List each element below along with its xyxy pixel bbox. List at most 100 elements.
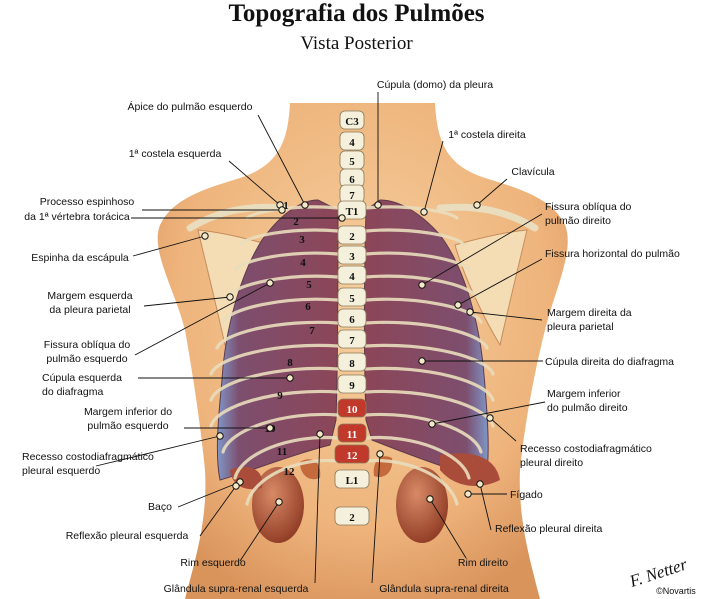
label-clavicula: Clavícula (511, 166, 554, 178)
right-rib (364, 366, 495, 402)
left-rib (221, 297, 340, 324)
vertebra-label: 6 (349, 314, 355, 326)
leader-dot (418, 357, 426, 365)
leader-dot (428, 420, 436, 428)
right-rib (364, 412, 483, 454)
left-rib (233, 435, 340, 480)
left-rib (221, 412, 340, 454)
left-adrenal (300, 459, 321, 480)
label-rim-esquerdo: Rim esquerdo (180, 557, 246, 569)
label-fissura-obliqua-esquerda-2: pulmão esquerdo (46, 353, 127, 365)
leader-dot (418, 281, 426, 289)
label-glandula-esquerda: Glândula supra-renal esquerda (164, 583, 309, 595)
right-kidney (396, 467, 448, 543)
leader-line (489, 417, 517, 442)
left-rib (209, 366, 340, 402)
left-rib (239, 228, 340, 246)
label-costela-esquerda: 1ª costela esquerda (129, 148, 222, 160)
rib-number: 6 (305, 301, 311, 313)
leader-dot (316, 430, 324, 438)
diagram-title: Topografia dos Pulmões (228, 0, 485, 27)
vertebra-label: 8 (349, 358, 355, 370)
label-margem-esquerda: Margem esquerda (47, 290, 132, 302)
leader-dot (201, 232, 209, 240)
vertebra-label: 5 (349, 293, 355, 305)
diagram-subtitle: Vista Posterior (300, 33, 413, 54)
leader-line (228, 160, 281, 206)
label-cupula-esquerda-2: do diafragma (42, 386, 103, 398)
right-rib (364, 228, 465, 246)
label-processo-espinhoso: Processo espinhoso (40, 196, 135, 208)
leader-line (177, 481, 241, 508)
leader-dot (374, 201, 382, 209)
label-margem-inferior-direito: Margem inferior (547, 388, 621, 400)
label-recesso-direito-2: pleural direito (520, 457, 583, 469)
rib-number: 3 (299, 234, 305, 246)
vertebra-label: L1 (346, 475, 359, 487)
vertebra-body (334, 469, 370, 489)
leader-line (314, 433, 321, 584)
label-margem-direita-2: pleura parietal (547, 321, 614, 333)
leader-dot (476, 480, 484, 488)
vertebra-label: 4 (349, 271, 355, 283)
label-baco: Baço (148, 501, 172, 513)
leader-dot (266, 279, 274, 287)
vertebra-body (334, 444, 370, 464)
right-rib (364, 274, 477, 298)
right-rib (364, 320, 489, 350)
label-fissura-obliqua-direita-2: pulmão direito (545, 215, 611, 227)
leader-dot (232, 482, 240, 490)
vertebra-body (339, 131, 365, 151)
vertebra-body (334, 506, 370, 526)
leader-line (479, 483, 492, 531)
label-margem-inferior-direito-2: do pulmão direito (547, 402, 628, 414)
rib-number: 4 (300, 257, 306, 269)
leader-dot (338, 214, 346, 222)
leader-line (199, 485, 237, 537)
left-rib (245, 458, 340, 506)
vertebra-label: 3 (349, 251, 355, 263)
label-recesso-esquerdo-2: pleural esquerdo (22, 465, 100, 477)
leader-lines (95, 92, 546, 584)
leader-line (469, 311, 543, 321)
left-lung (216, 199, 339, 481)
label-reflexao-esquerda: Reflexão pleural esquerda (66, 530, 189, 542)
right-rib (364, 251, 471, 272)
leader-line (431, 401, 546, 425)
label-fissura-horizontal: Fissura horizontal do pulmão (545, 248, 680, 260)
leader-dot (426, 495, 434, 503)
rib-number: 8 (287, 357, 293, 369)
rib-number: 12 (284, 466, 296, 478)
label-reflexao-direita: Reflexão pleural direita (495, 523, 603, 535)
leader-dot (226, 293, 234, 301)
label-figado: Fígado (510, 489, 543, 501)
leader-line (132, 235, 206, 257)
vertebra-body (337, 287, 367, 307)
label-margem-direita: Margem direita da (547, 307, 632, 319)
rib-number: 9 (277, 390, 283, 402)
leader-line (371, 453, 381, 584)
vertebra-label: T1 (346, 206, 359, 218)
leader-dot (454, 301, 462, 309)
label-margem-esquerda-2: da pleura parietal (49, 304, 130, 316)
leader-dot (286, 374, 294, 382)
vertebra-label: 7 (349, 335, 355, 347)
leader-line (429, 498, 467, 559)
vertebra-label: 11 (347, 429, 357, 441)
left-rib (215, 320, 340, 350)
label-fissura-obliqua-esquerda: Fissura oblíqua do (44, 339, 131, 351)
leader-line (257, 114, 306, 206)
leader-line (95, 435, 221, 467)
rib-number: 7 (309, 325, 315, 337)
vertebra-body (337, 329, 367, 349)
vertebra-body (337, 374, 367, 394)
leader-line (476, 178, 508, 206)
leader-line (143, 296, 231, 307)
right-scapula (454, 229, 528, 347)
leader-dot (266, 424, 274, 432)
vertebra-label: 6 (349, 174, 355, 186)
vertebra-body (337, 265, 367, 285)
vertebra-label: 2 (349, 512, 355, 524)
vertebra-body (337, 352, 367, 372)
